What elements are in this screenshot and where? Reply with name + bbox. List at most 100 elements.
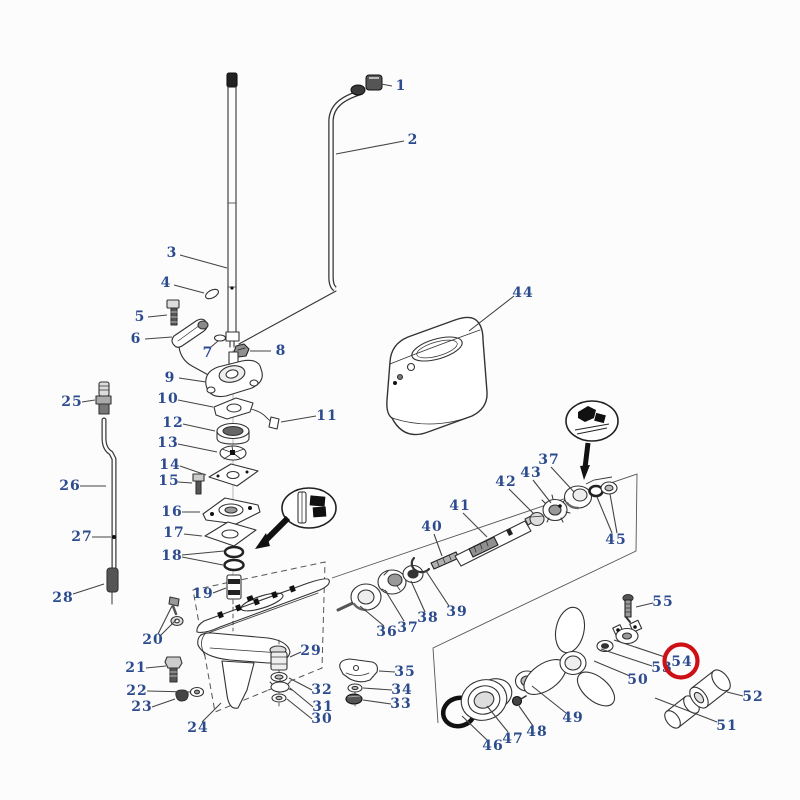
leader-line-20 <box>157 605 173 635</box>
part-label-5[interactable]: 5 <box>135 309 146 325</box>
part-label-41[interactable]: 41 <box>449 498 470 514</box>
part-label-27[interactable]: 27 <box>71 529 92 545</box>
leader-line-36 <box>359 605 385 627</box>
leader-line-25 <box>81 399 96 403</box>
part-label-15[interactable]: 15 <box>158 473 179 489</box>
part-label-9[interactable]: 9 <box>165 370 176 386</box>
selected-part-circle <box>662 642 700 680</box>
leader-line-23 <box>151 698 176 708</box>
part-label-25[interactable]: 25 <box>61 394 82 410</box>
leader-line-15 <box>177 481 193 484</box>
leader-line-21 <box>145 665 167 669</box>
part-label-34[interactable]: 34 <box>391 682 412 698</box>
part-label-32[interactable]: 32 <box>311 682 332 698</box>
part-label-14[interactable]: 14 <box>159 457 180 473</box>
leader-line-14 <box>179 465 207 476</box>
gearcase-art <box>164 578 378 709</box>
leader-lines <box>72 83 744 741</box>
housing-44-art <box>386 316 488 436</box>
part-label-31[interactable]: 31 <box>312 699 333 715</box>
clip-11-icon <box>268 416 280 430</box>
part-label-1[interactable]: 1 <box>396 78 407 94</box>
part-label-17[interactable]: 17 <box>163 525 184 541</box>
part-label-6[interactable]: 6 <box>131 331 142 347</box>
part-label-29[interactable]: 29 <box>300 643 321 659</box>
nut-42-icon <box>529 511 545 527</box>
leader-line-29 <box>289 651 302 658</box>
part-label-18[interactable]: 18 <box>161 548 182 564</box>
leader-line-9 <box>178 377 207 383</box>
part-label-30[interactable]: 30 <box>311 711 332 727</box>
fitting-25-icon <box>98 381 110 397</box>
part-label-37b[interactable]: 37 <box>538 452 559 468</box>
leader-line-30 <box>286 698 313 720</box>
leader-line-47 <box>486 705 509 733</box>
driveshaft-art <box>225 72 240 348</box>
part-label-46[interactable]: 46 <box>482 738 503 754</box>
seal-18b-icon <box>223 558 245 572</box>
part-label-38[interactable]: 38 <box>417 610 438 626</box>
bolt-15-icon <box>192 473 205 482</box>
part-label-10[interactable]: 10 <box>157 391 178 407</box>
leader-line-24 <box>201 702 222 723</box>
part-label-28[interactable]: 28 <box>52 590 73 606</box>
part-label-44[interactable]: 44 <box>512 285 533 301</box>
callout-keys-art <box>255 487 337 549</box>
part-label-36[interactable]: 36 <box>376 624 397 640</box>
part-label-2[interactable]: 2 <box>408 132 419 148</box>
part-label-4[interactable]: 4 <box>161 275 172 291</box>
gearcase-dashed-box <box>192 561 326 713</box>
part-label-43[interactable]: 43 <box>520 465 541 481</box>
leader-line-19 <box>212 587 227 594</box>
part-label-35[interactable]: 35 <box>394 664 415 680</box>
part-label-26[interactable]: 26 <box>59 478 80 494</box>
part-label-11[interactable]: 11 <box>316 408 337 424</box>
part-label-24[interactable]: 24 <box>187 720 208 736</box>
part-label-23[interactable]: 23 <box>131 699 152 715</box>
leader-line-40 <box>433 533 443 557</box>
part-label-40[interactable]: 40 <box>421 519 442 535</box>
callout-arrow-icon <box>255 533 270 549</box>
leader-line-17 <box>183 533 203 537</box>
seal-18-icon <box>223 545 245 559</box>
cavitation-plate-icon <box>196 578 330 633</box>
sleeve-52-icon <box>689 669 731 709</box>
part-label-13[interactable]: 13 <box>157 435 178 451</box>
part-label-48[interactable]: 48 <box>526 724 547 740</box>
part-label-3[interactable]: 3 <box>167 245 178 261</box>
part-label-21[interactable]: 21 <box>125 660 146 676</box>
part-label-52[interactable]: 52 <box>742 689 763 705</box>
leader-line-45 <box>596 496 613 534</box>
part-label-19[interactable]: 19 <box>192 586 213 602</box>
part-label-12[interactable]: 12 <box>162 415 183 431</box>
part-label-8[interactable]: 8 <box>276 343 287 359</box>
part-label-49[interactable]: 49 <box>562 710 583 726</box>
part-label-33[interactable]: 33 <box>390 696 411 712</box>
part-label-16[interactable]: 16 <box>161 504 182 520</box>
part-label-55[interactable]: 55 <box>652 594 673 610</box>
leader-line-50 <box>593 660 631 677</box>
leader-line-13 <box>177 443 218 453</box>
part-label-47[interactable]: 47 <box>502 731 523 747</box>
skeg-icon <box>221 660 255 709</box>
leader-line-42 <box>508 488 535 515</box>
part-label-22[interactable]: 22 <box>126 683 147 699</box>
sleeve-art <box>226 574 242 600</box>
leader-line-43 <box>532 479 552 504</box>
part-label-20[interactable]: 20 <box>142 632 163 648</box>
part-label-39[interactable]: 39 <box>446 604 467 620</box>
leader-line-55 <box>635 602 654 608</box>
part-label-7[interactable]: 7 <box>203 345 214 361</box>
part-label-50[interactable]: 50 <box>627 672 648 688</box>
leader-line-18 <box>181 550 225 556</box>
leader-line-38 <box>410 580 426 613</box>
part-label-45[interactable]: 45 <box>605 532 626 548</box>
leader-line-46 <box>461 715 488 741</box>
part-label-42[interactable]: 42 <box>495 474 516 490</box>
propshaft-art <box>336 481 618 612</box>
part-label-54[interactable]: 54 <box>671 654 692 670</box>
plug-23-icon <box>175 689 189 702</box>
part-label-51[interactable]: 51 <box>716 718 737 734</box>
part-label-37a[interactable]: 37 <box>397 620 418 636</box>
